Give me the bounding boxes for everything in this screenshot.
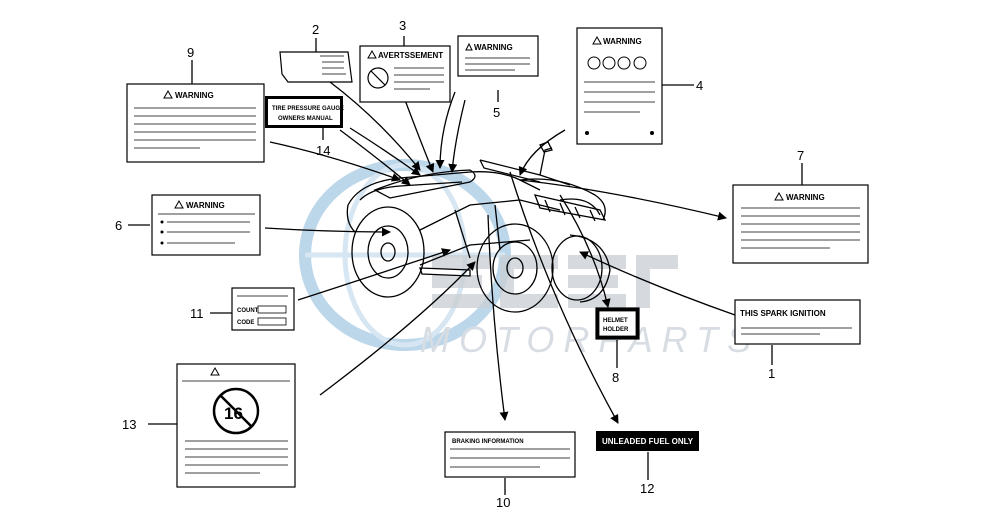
callout-number-6: 6: [115, 218, 122, 233]
warning-icon-3: [617, 56, 631, 70]
label-11-line1: COUNT: [237, 308, 259, 314]
label-5-text: WARNING: [474, 43, 513, 52]
label-7-text: WARNING: [786, 193, 825, 202]
label-8-helmet-holder: HELMET HOLDER: [595, 307, 640, 340]
label-4-warning: WARNING: [576, 27, 663, 145]
label-10-braking-info: BRAKING INFORMATION: [444, 431, 576, 478]
label-3-avertissement: AVERTSSEMENT: [359, 45, 451, 103]
watermark-logo: [432, 255, 678, 308]
warning-icon-4: [633, 56, 647, 70]
callout-number-3: 3: [399, 18, 406, 33]
callout-number-9: 9: [187, 45, 194, 60]
label-14-line1: TIRE PRESSURE GAUGE: [272, 106, 344, 112]
warning-icon-2: [602, 56, 616, 70]
callout-number-13: 13: [122, 417, 136, 432]
callout-number-7: 7: [797, 148, 804, 163]
callout-numbers: 1 2 3 4 5 6 7 8 9 10 11 12 13 14: [115, 18, 804, 510]
label-11-line2: CODE: [237, 320, 254, 326]
label-9-warning: WARNING: [126, 83, 265, 163]
label-7-warning: WARNING: [732, 184, 869, 264]
label-1-spark-ignition: THIS SPARK IGNITION: [734, 299, 861, 345]
label-13-age: 16: [224, 404, 243, 423]
label-8-line1: HELMET: [603, 318, 628, 324]
age-restriction-icon: [212, 387, 260, 435]
callout-number-8: 8: [612, 370, 619, 385]
label-11-code: COUNT CODE: [231, 287, 295, 331]
label-5-warning: WARNING: [457, 35, 539, 77]
label-8-line2: HOLDER: [603, 327, 629, 333]
callout-number-14: 14: [316, 143, 330, 158]
callout-number-5: 5: [493, 105, 500, 120]
label-6-warning: WARNING: [151, 194, 261, 256]
label-1-text: THIS SPARK IGNITION: [740, 309, 826, 318]
label-3-text: AVERTSSEMENT: [378, 51, 443, 60]
label-9-text: WARNING: [175, 91, 214, 100]
watermark: MOTORPARTS: [299, 159, 760, 360]
no-passenger-icon: [367, 67, 389, 89]
callout-number-12: 12: [640, 481, 654, 496]
leader-lines: [128, 36, 803, 495]
label-14-line2: OWNERS MANUAL: [278, 116, 333, 122]
callout-number-4: 4: [696, 78, 703, 93]
label-12-text: UNLEADED FUEL ONLY: [602, 437, 694, 446]
label-14-tire-pressure: TIRE PRESSURE GAUGE OWNERS MANUAL: [265, 96, 344, 128]
watermark-text: MOTORPARTS: [420, 319, 760, 360]
label-13-age-warning: 16: [176, 363, 296, 488]
callout-number-2: 2: [312, 22, 319, 37]
label-12-unleaded-fuel: UNLEADED FUEL ONLY: [596, 431, 699, 451]
label-4-text: WARNING: [603, 37, 642, 46]
label-10-text: BRAKING INFORMATION: [452, 439, 524, 445]
callout-number-11: 11: [190, 306, 204, 321]
warning-icon-1: [587, 56, 601, 70]
label-6-text: WARNING: [186, 201, 225, 210]
callout-number-10: 10: [496, 495, 510, 510]
label-2-decal: [279, 51, 353, 83]
callout-number-1: 1: [768, 366, 775, 381]
